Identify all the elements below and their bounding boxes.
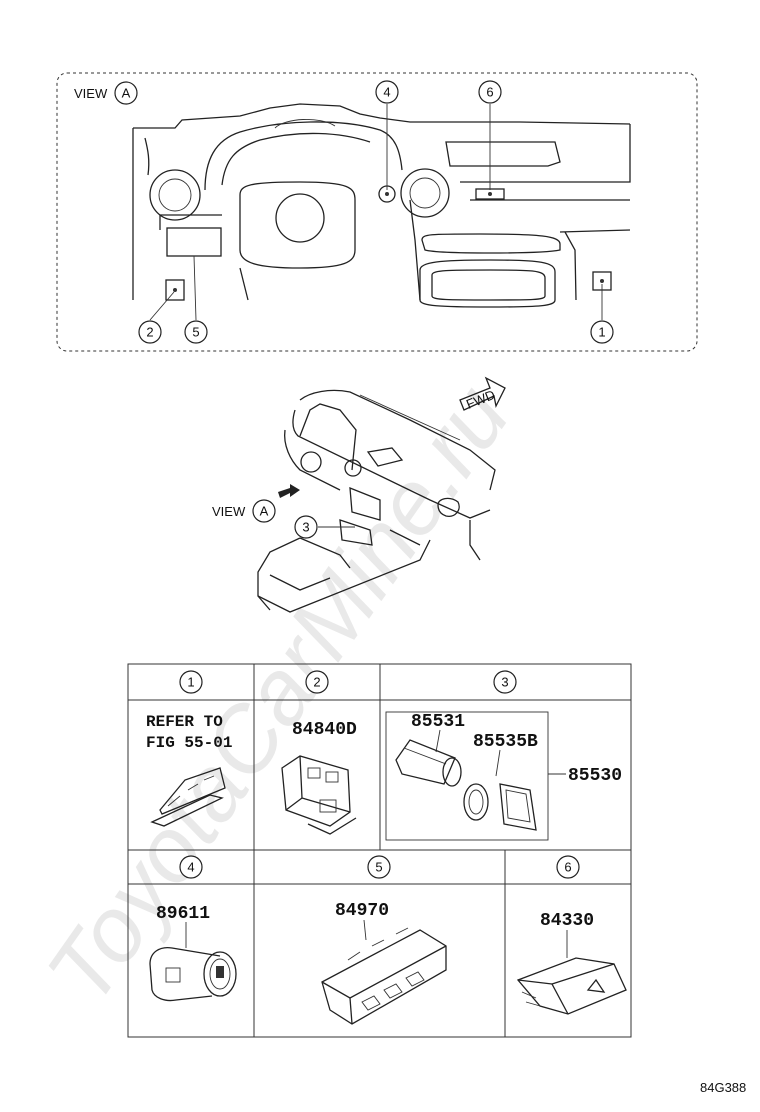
svg-text:4: 4 (383, 85, 390, 100)
header-4: 4 (179, 855, 203, 879)
callout-4: 4 (375, 80, 399, 104)
cell3-part-assy: 85530 (568, 766, 622, 786)
cell6-part: 84330 (540, 911, 594, 931)
overview-view-letter: A (260, 504, 269, 519)
watermark: ToyotaCarMine.ru (28, 367, 529, 1022)
figure-code: 84G388 (700, 1080, 746, 1095)
svg-text:2: 2 (313, 675, 320, 690)
cell3-part-b: 85535B (473, 732, 538, 752)
cell4-switch-drawing (149, 946, 237, 1002)
view-label: VIEW (74, 86, 108, 101)
header-3: 3 (493, 670, 517, 694)
cell3-assy-box (385, 711, 549, 841)
svg-text:5: 5 (375, 860, 382, 875)
svg-text:6: 6 (486, 85, 493, 100)
view-letter: A (122, 86, 131, 101)
cell2-part: 84840D (292, 720, 357, 740)
view-panel-border (56, 72, 698, 352)
callout-1: 1 (590, 320, 614, 344)
cell1-ref-line1: REFER TO (146, 713, 223, 731)
svg-text:4: 4 (187, 860, 194, 875)
header-1: 1 (179, 670, 203, 694)
cell3-part-a: 85531 (411, 712, 465, 732)
callout-6: 6 (478, 80, 502, 104)
svg-text:5: 5 (192, 325, 199, 340)
header-2: 2 (305, 670, 329, 694)
svg-text:6: 6 (564, 860, 571, 875)
cell3-socket-drawing (395, 739, 537, 831)
view-a-panel: VIEW A (56, 72, 698, 352)
overview-view-label: VIEW (212, 504, 246, 519)
cell1-ref-line2: FIG 55-01 (146, 734, 232, 752)
cell6-hazard-drawing (516, 957, 627, 1015)
callout-5: 5 (184, 320, 208, 344)
svg-text:2: 2 (146, 325, 153, 340)
callout-3: 3 (302, 520, 309, 535)
cell1-switch-drawing (150, 767, 226, 827)
svg-text:3: 3 (501, 675, 508, 690)
cell4-part: 89611 (156, 904, 210, 924)
cell5-switch-drawing (321, 927, 447, 1025)
header-6: 6 (556, 855, 580, 879)
dashboard-front-drawing (132, 103, 631, 308)
svg-text:1: 1 (187, 675, 194, 690)
cell5-part: 84970 (335, 901, 389, 921)
header-5: 5 (367, 855, 391, 879)
cell2-switch-drawing (281, 755, 357, 835)
svg-text:1: 1 (598, 325, 605, 340)
view-direction-arrow (278, 484, 300, 498)
parts-table: 1 2 3 4 5 6 REFER TO FIG 55-01 84840D 85… (127, 663, 632, 1038)
view-letter-circle (114, 81, 138, 105)
callout-2: 2 (138, 320, 162, 344)
